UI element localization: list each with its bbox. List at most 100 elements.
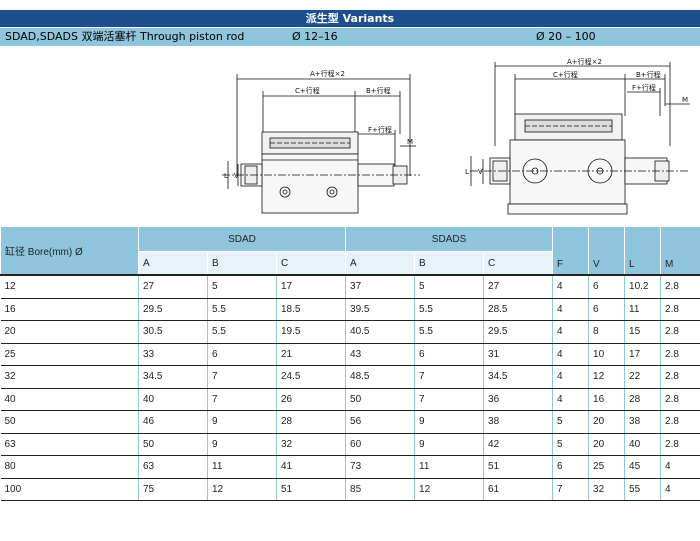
table-cell: 27: [483, 275, 553, 299]
table-cell: 7: [207, 365, 277, 389]
table-cell: 40: [138, 388, 208, 411]
table-cell: 24.5: [275, 365, 346, 389]
table-cell: 6: [552, 455, 589, 479]
table-cell: 40.5: [345, 320, 415, 344]
table-cell: 4: [660, 478, 700, 501]
table-cell: 11: [207, 455, 277, 479]
table-cell: 27: [138, 275, 208, 299]
table-cell: 17: [275, 275, 346, 299]
table-cell: 4: [552, 365, 589, 389]
section-title: 派生型 Variants: [0, 10, 700, 27]
table-cell: 50: [138, 433, 208, 456]
bore-cell: 63: [0, 433, 139, 456]
table-cell: 75: [138, 478, 208, 501]
sub-header-cell: C: [483, 251, 553, 276]
table-cell: 7: [552, 478, 589, 501]
table-cell: 43: [345, 343, 415, 366]
m-header: M: [660, 226, 700, 276]
table-cell: 32: [588, 478, 625, 501]
table-cell: 33: [138, 343, 208, 366]
bore-cell: 40: [0, 388, 139, 411]
table-cell: 61: [483, 478, 553, 501]
table-cell: 10: [588, 343, 625, 366]
v-header: V: [588, 226, 625, 276]
table-cell: 5.5: [207, 298, 277, 321]
small-dim-l: L: [224, 172, 228, 180]
sub-header-cell: B: [207, 251, 277, 276]
table-cell: 4: [552, 320, 589, 344]
table-cell: 2.8: [660, 365, 700, 389]
f-header: F: [552, 226, 589, 276]
table-cell: 16: [588, 388, 625, 411]
table-cell: 6: [588, 298, 625, 321]
table-cell: 9: [207, 433, 277, 456]
table-cell: 5: [207, 275, 277, 299]
table-cell: 29.5: [138, 298, 208, 321]
table-cell: 60: [345, 433, 415, 456]
table-cell: 7: [414, 365, 484, 389]
table-cell: 4: [552, 388, 589, 411]
table-cell: 4: [552, 298, 589, 321]
bore-cell: 32: [0, 365, 139, 389]
large-cylinder-drawing: [470, 62, 690, 215]
table-cell: 20: [588, 410, 625, 434]
table-cell: 5: [552, 433, 589, 456]
small-dim-f: F+行程: [368, 125, 392, 134]
table-cell: 21: [275, 343, 346, 366]
table-cell: 30.5: [138, 320, 208, 344]
table-cell: 63: [138, 455, 208, 479]
table-cell: 2.8: [660, 343, 700, 366]
table-cell: 9: [414, 410, 484, 434]
bore-range-large: Ø 20 – 100: [536, 30, 596, 43]
table-cell: 40: [624, 433, 661, 456]
table-cell: 42: [483, 433, 553, 456]
sdads-header: SDADS: [345, 226, 553, 252]
table-cell: 34.5: [138, 365, 208, 389]
bore-cell: 12: [0, 275, 139, 299]
model-label: SDAD,SDADS 双端活塞杆 Through piston rod: [5, 30, 245, 43]
table-cell: 85: [345, 478, 415, 501]
sub-header-cell: B: [414, 251, 484, 276]
sub-header-cell: C: [275, 251, 346, 276]
table-cell: 51: [483, 455, 553, 479]
table-cell: 2.8: [660, 410, 700, 434]
bore-cell: 100: [0, 478, 139, 501]
table-cell: 11: [624, 298, 661, 321]
table-cell: 2.8: [660, 275, 700, 299]
table-cell: 37: [345, 275, 415, 299]
large-dim-v: V: [478, 168, 483, 176]
table-cell: 34.5: [483, 365, 553, 389]
bore-cell: 50: [0, 410, 139, 434]
table-cell: 15: [624, 320, 661, 344]
table-cell: 50: [345, 388, 415, 411]
table-cell: 38: [483, 410, 553, 434]
table-cell: 4: [552, 275, 589, 299]
bore-cell: 16: [0, 298, 139, 321]
large-dim-m: M: [682, 96, 688, 104]
table-cell: 2.8: [660, 298, 700, 321]
model-bar: SDAD,SDADS 双端活塞杆 Through piston rod Ø 12…: [0, 28, 700, 46]
table-cell: 12: [207, 478, 277, 501]
bore-range-small: Ø 12–16: [292, 30, 338, 43]
table-cell: 31: [483, 343, 553, 366]
bore-header: 缸径 Bore(mm) Ø: [0, 226, 139, 276]
table-cell: 29.5: [483, 320, 553, 344]
table-cell: 10.2: [624, 275, 661, 299]
bore-cell: 80: [0, 455, 139, 479]
table-cell: 36: [483, 388, 553, 411]
large-dim-c: C+行程: [553, 70, 578, 79]
table-cell: 20: [588, 433, 625, 456]
table-cell: 5: [552, 410, 589, 434]
table-cell: 4: [552, 343, 589, 366]
table-cell: 9: [207, 410, 277, 434]
table-cell: 5.5: [207, 320, 277, 344]
table-cell: 5.5: [414, 298, 484, 321]
table-cell: 4: [660, 455, 700, 479]
